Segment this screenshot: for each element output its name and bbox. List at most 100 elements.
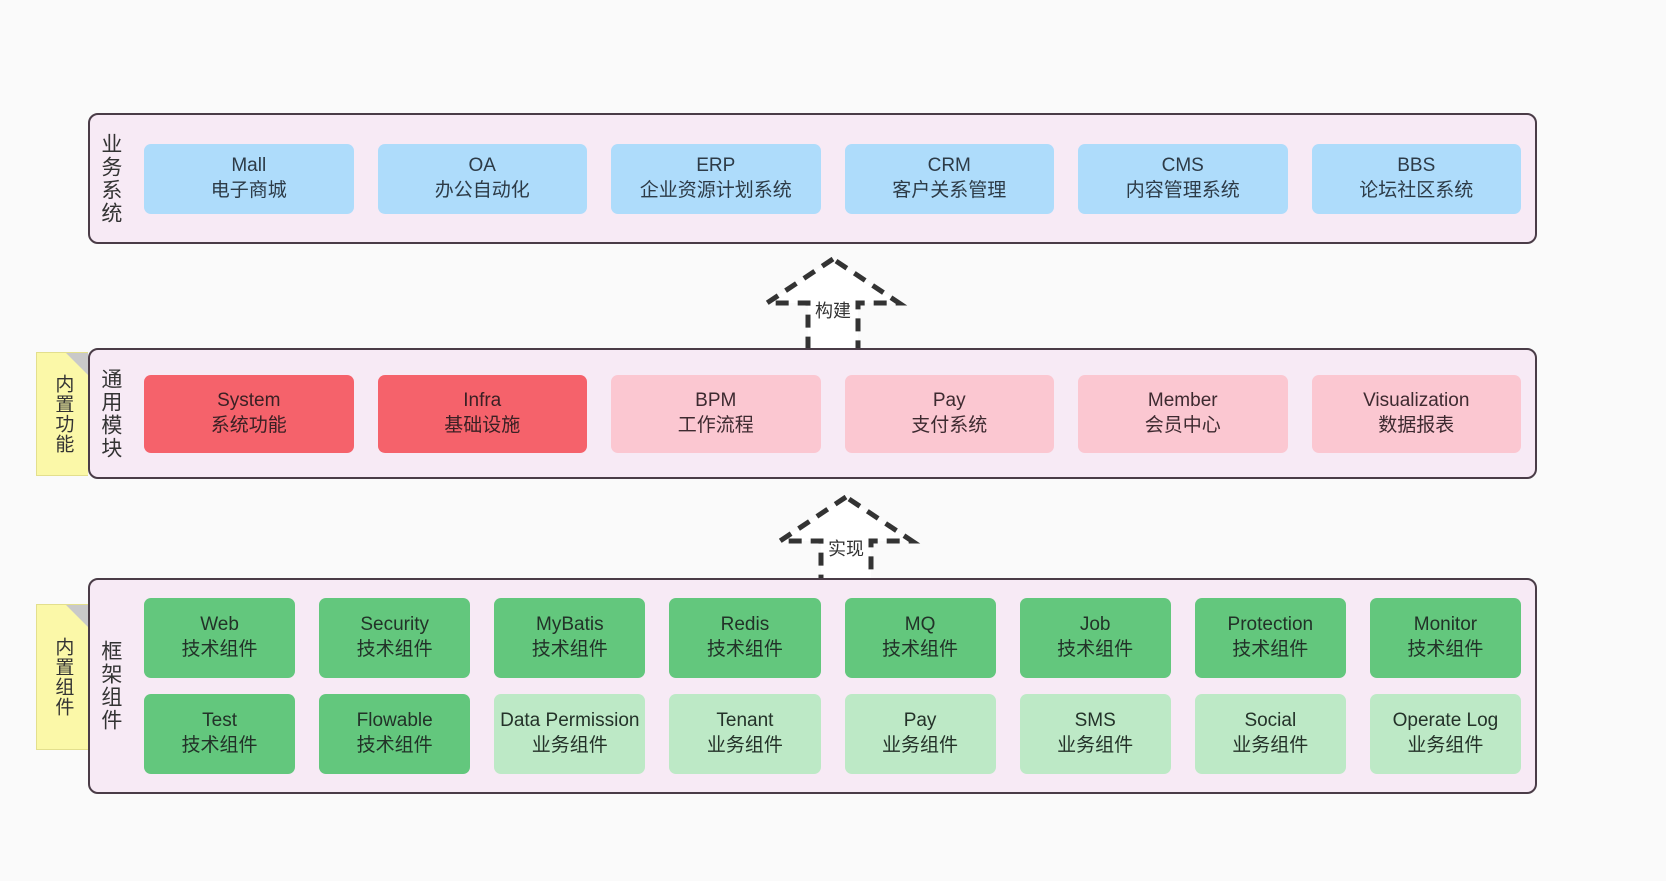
card-title-en: Monitor (1413, 614, 1478, 636)
card-title-en: SMS (1074, 710, 1116, 732)
card-row: Mall 电子商城 OA 办公自动化 ERP 企业资源计划系统 CRM 客户关系… (144, 143, 1521, 214)
card-title-cn: 技术组件 (181, 735, 258, 756)
card-title-cn: 内容管理系统 (1125, 179, 1240, 201)
card-title-cn: 企业资源计划系统 (639, 179, 792, 201)
card-title-cn: 技术组件 (181, 639, 258, 660)
layer-title-common-module: 通用模块 (98, 367, 122, 460)
card-title-cn: 技术组件 (1057, 639, 1134, 660)
card-visualization[interactable]: Visualization 数据报表 (1311, 374, 1521, 453)
card-title-en: Job (1079, 614, 1111, 636)
note-label: 内置功能 (52, 374, 74, 454)
card-title-cn: 客户关系管理 (892, 179, 1007, 201)
card-title-cn: 工作流程 (677, 414, 754, 436)
card-title-en: Test (202, 710, 237, 732)
card-title-en: Pay (903, 710, 937, 732)
card-security[interactable]: Security 技术组件 (319, 598, 471, 678)
card-title-cn: 会员中心 (1144, 414, 1221, 436)
card-mall[interactable]: Mall 电子商城 (144, 143, 354, 214)
card-title-en: CMS (1161, 154, 1204, 176)
card-mq[interactable]: MQ 技术组件 (844, 598, 996, 678)
card-row: Test 技术组件 Flowable 技术组件 Data Permission … (144, 694, 1521, 774)
card-row: Web 技术组件 Security 技术组件 MyBatis 技术组件 Redi… (144, 598, 1521, 678)
card-title-en: Operate Log (1392, 710, 1499, 732)
note-builtin-function: 内置功能 (36, 352, 88, 476)
card-title-en: Data Permission (500, 710, 640, 732)
card-row: System 系统功能 Infra 基础设施 BPM 工作流程 Pay 支付系统… (144, 374, 1521, 453)
note-label: 内置组件 (52, 637, 74, 717)
card-title-en: BPM (695, 389, 737, 411)
card-title-cn: 业务组件 (706, 735, 783, 756)
card-title-cn: 业务组件 (1232, 735, 1309, 756)
card-title-cn: 技术组件 (356, 639, 433, 660)
card-title-en: Infra (463, 389, 502, 411)
layer-title-business-system: 业务系统 (98, 132, 122, 225)
card-title-cn: 业务组件 (1407, 735, 1484, 756)
card-monitor[interactable]: Monitor 技术组件 (1369, 598, 1521, 678)
card-title-cn: 技术组件 (531, 639, 608, 660)
card-protection[interactable]: Protection 技术组件 (1194, 598, 1346, 678)
card-data-permission[interactable]: Data Permission 业务组件 (494, 694, 646, 774)
layer-framework-cards: Web 技术组件 Security 技术组件 MyBatis 技术组件 Redi… (130, 580, 1535, 792)
card-title-en: System (217, 389, 281, 411)
card-title-en: Protection (1227, 614, 1314, 636)
card-pay-component[interactable]: Pay 业务组件 (844, 694, 996, 774)
card-title-en: ERP (696, 154, 736, 176)
card-title-en: Mall (231, 154, 267, 176)
card-title-en: Tenant (716, 710, 774, 732)
card-title-cn: 业务组件 (531, 735, 608, 756)
card-member[interactable]: Member 会员中心 (1078, 374, 1288, 453)
card-pay-module[interactable]: Pay 支付系统 (844, 374, 1054, 453)
card-web[interactable]: Web 技术组件 (144, 598, 296, 678)
layer-common-cards: System 系统功能 Infra 基础设施 BPM 工作流程 Pay 支付系统… (130, 350, 1535, 477)
card-tenant[interactable]: Tenant 业务组件 (669, 694, 821, 774)
layer-framework-component: 框架组件 Web 技术组件 Security 技术组件 MyBatis 技术组件… (88, 578, 1537, 794)
layer-business-system: 业务系统 Mall 电子商城 OA 办公自动化 ERP 企业资源计划系统 CRM… (88, 113, 1537, 244)
card-system[interactable]: System 系统功能 (144, 374, 354, 453)
card-title-en: Flowable (356, 710, 433, 732)
card-title-en: Redis (720, 614, 770, 636)
card-title-en: Security (360, 614, 429, 636)
card-title-cn: 技术组件 (356, 735, 433, 756)
layer-business-cards: Mall 电子商城 OA 办公自动化 ERP 企业资源计划系统 CRM 客户关系… (130, 115, 1535, 242)
card-mybatis[interactable]: MyBatis 技术组件 (494, 598, 646, 678)
card-redis[interactable]: Redis 技术组件 (669, 598, 821, 678)
card-flowable[interactable]: Flowable 技术组件 (319, 694, 471, 774)
generalization-arrow-icon (771, 493, 921, 594)
card-social[interactable]: Social 业务组件 (1194, 694, 1346, 774)
card-operate-log[interactable]: Operate Log 业务组件 (1369, 694, 1521, 774)
card-bbs[interactable]: BBS 论坛社区系统 (1311, 143, 1521, 214)
card-title-cn: 技术组件 (706, 639, 783, 660)
generalization-arrow-icon (758, 255, 908, 356)
card-title-en: CRM (927, 154, 971, 176)
card-infra[interactable]: Infra 基础设施 (377, 374, 587, 453)
card-job[interactable]: Job 技术组件 (1019, 598, 1171, 678)
card-title-cn: 业务组件 (1057, 735, 1134, 756)
card-crm[interactable]: CRM 客户关系管理 (844, 143, 1054, 214)
card-title-cn: 业务组件 (882, 735, 959, 756)
card-title-cn: 技术组件 (1407, 639, 1484, 660)
card-title-en: OA (468, 154, 496, 176)
card-oa[interactable]: OA 办公自动化 (377, 143, 587, 214)
card-title-cn: 技术组件 (1232, 639, 1309, 660)
card-title-cn: 支付系统 (911, 414, 988, 436)
card-title-en: Web (200, 614, 239, 636)
card-title-en: MyBatis (536, 614, 604, 636)
card-title-cn: 数据报表 (1378, 414, 1455, 436)
card-title-cn: 基础设施 (444, 414, 521, 436)
card-title-cn: 办公自动化 (434, 179, 530, 201)
card-bpm[interactable]: BPM 工作流程 (611, 374, 821, 453)
card-title-en: BBS (1397, 154, 1436, 176)
note-builtin-component: 内置组件 (36, 604, 88, 750)
card-title-cn: 技术组件 (882, 639, 959, 660)
card-title-en: Visualization (1363, 389, 1470, 411)
card-title-en: Member (1147, 389, 1218, 411)
layer-common-module: 通用模块 System 系统功能 Infra 基础设施 BPM 工作流程 Pay… (88, 348, 1537, 479)
card-test[interactable]: Test 技术组件 (144, 694, 296, 774)
card-cms[interactable]: CMS 内容管理系统 (1078, 143, 1288, 214)
card-title-en: Social (1244, 710, 1297, 732)
card-title-en: MQ (904, 614, 936, 636)
card-sms[interactable]: SMS 业务组件 (1019, 694, 1171, 774)
card-title-cn: 论坛社区系统 (1359, 179, 1474, 201)
card-erp[interactable]: ERP 企业资源计划系统 (611, 143, 821, 214)
